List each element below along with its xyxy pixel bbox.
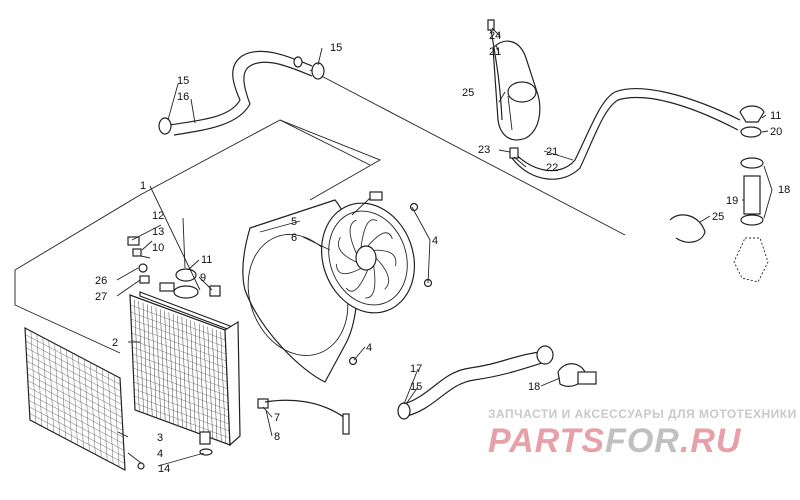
callout-16: 16 <box>177 91 189 103</box>
callout-14: 14 <box>158 463 170 475</box>
callout-24: 24 <box>489 30 501 42</box>
callout-11-radiator: 11 <box>201 254 212 266</box>
watermark: ЗАПЧАСТИ И АКСЕССУАРЫ ДЛЯ МОТОТЕХНИКИ PA… <box>488 407 797 460</box>
callout-27: 27 <box>95 291 107 303</box>
connector-8 <box>342 413 350 435</box>
callout-18-lower: 18 <box>528 381 540 393</box>
callout-21-top: 21 <box>489 46 501 58</box>
watermark-logo: PARTSFOR.RU <box>488 422 742 460</box>
callout-21-hose: 21 <box>546 146 558 158</box>
radiator <box>129 282 241 447</box>
callouts: 1 2 3 4 4 4 5 6 7 8 9 10 11 11 12 13 14 … <box>95 30 790 475</box>
callout-25-reservoir: 25 <box>462 87 474 99</box>
callout-26: 26 <box>95 275 107 287</box>
leader-lines <box>116 27 773 467</box>
logo-parts: PARTS <box>488 422 605 460</box>
callout-22: 22 <box>546 162 558 174</box>
screw-4d <box>137 462 145 470</box>
condenser-screen <box>24 326 126 472</box>
callout-5: 5 <box>291 216 297 228</box>
watermark-tagline: ЗАПЧАСТИ И АКСЕССУАРЫ ДЛЯ МОТОТЕХНИКИ <box>488 407 797 421</box>
callout-4-shroud: 4 <box>366 342 372 354</box>
callout-1: 1 <box>140 180 146 192</box>
callout-19: 19 <box>726 195 738 207</box>
callout-6: 6 <box>291 232 297 244</box>
assembly-frame <box>14 69 626 354</box>
callout-10: 10 <box>152 242 164 254</box>
callout-11-filler: 11 <box>770 110 781 122</box>
callout-13: 13 <box>152 226 164 238</box>
hardware <box>127 202 433 470</box>
bolt-10 <box>132 248 142 257</box>
callout-4-lower: 4 <box>157 448 163 460</box>
callout-4-fan: 4 <box>432 235 438 247</box>
callout-2: 2 <box>112 337 118 349</box>
washer-26 <box>138 263 148 273</box>
callout-15-lower: 15 <box>410 381 422 393</box>
callout-23: 23 <box>478 144 490 156</box>
cooling-fan <box>320 191 416 314</box>
sensor-wire <box>264 399 346 419</box>
screw-4a <box>409 202 419 212</box>
callout-7: 7 <box>274 412 280 424</box>
callout-17: 17 <box>410 363 422 375</box>
grommet-14 <box>199 448 213 456</box>
sensor-7 <box>257 398 269 409</box>
callout-8: 8 <box>274 431 280 443</box>
callout-12: 12 <box>152 210 164 222</box>
clip-9 <box>209 285 221 297</box>
filler-neck <box>669 105 769 283</box>
coolant-reservoir <box>487 19 741 180</box>
fitting-13 <box>127 236 140 246</box>
callout-25-clamp: 25 <box>712 211 724 223</box>
logo-ru: .RU <box>680 422 742 460</box>
upper-hose <box>158 50 325 136</box>
callout-3: 3 <box>157 432 163 444</box>
callout-20: 20 <box>770 126 782 138</box>
callout-15-left: 15 <box>177 75 189 87</box>
nut-27 <box>139 275 150 284</box>
logo-for: FOR <box>605 422 680 460</box>
callout-15-top: 15 <box>330 42 342 54</box>
callout-18-filler: 18 <box>778 184 790 196</box>
callout-9: 9 <box>200 272 206 284</box>
